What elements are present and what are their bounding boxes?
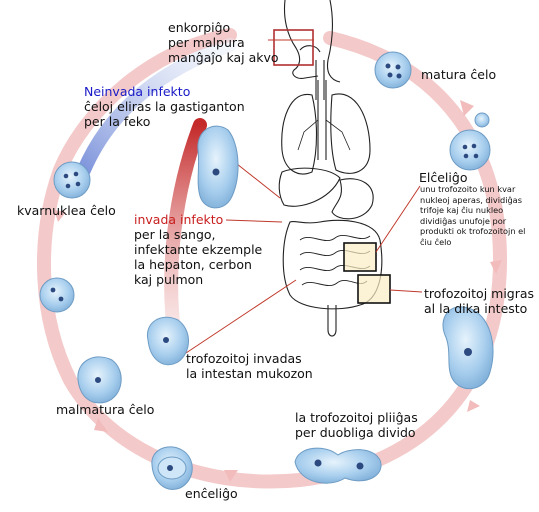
cell-quadrinucleate-cyst xyxy=(53,161,91,199)
noninvasive-arc xyxy=(77,38,237,177)
label-ingestion-line3: manĝaĵo kaj akvo xyxy=(168,50,279,65)
label-migration-line2: al la dika intesto xyxy=(424,301,528,316)
cell-invasive-trophozoite xyxy=(197,125,239,209)
pointer-lines xyxy=(185,39,423,354)
invasive-arc xyxy=(164,118,207,347)
label-mucosa-line2: la intestan mukozon xyxy=(186,366,313,381)
label-invasive-line3: la hepaton, cerbon xyxy=(134,257,252,272)
label-excystation-line6: ĉiu ĉelo xyxy=(420,236,452,247)
label-excystation-line1: unu trofozoito kun kvar xyxy=(420,184,516,194)
label-noninvasive-title: Neinvada infekto xyxy=(84,84,191,99)
cell-binucleate-cyst xyxy=(39,277,75,313)
label-binary-fission-line1: la trofozoitoj pliiĝas xyxy=(295,410,418,425)
label-mucosa: trofozoitoj invadas la intestan mukozon xyxy=(186,351,313,381)
label-excystation-line3: trifoje kaj ĉiu nukleo xyxy=(420,205,504,215)
label-noninvasive: Neinvada infekto ĉeloj eliras la gastiga… xyxy=(84,84,245,129)
cell-binary-fission xyxy=(294,447,382,484)
label-mucosa-line1: trofozoitoj invadas xyxy=(186,351,302,366)
human-body-illustration xyxy=(278,0,383,337)
large-intestine-box xyxy=(357,274,391,304)
label-migration-line1: trofozoitoj migras xyxy=(424,286,535,301)
label-invasive-line1: per la sango, xyxy=(134,227,216,242)
label-migration: trofozoitoj migras al la dika intesto xyxy=(424,286,534,316)
label-invasive-title: invada infekto xyxy=(134,212,224,227)
label-excystation-line2: nukleoj aperas, dividiĝas xyxy=(420,194,522,205)
label-noninvasive-line1: ĉeloj eliras la gastiganton xyxy=(84,99,245,114)
cell-mature-cyst xyxy=(374,51,412,89)
label-mature-cyst: matura ĉelo xyxy=(421,67,497,82)
small-intestine-box xyxy=(343,242,377,272)
label-excystation-line4: dividiĝas unufoje por xyxy=(420,215,507,226)
label-ingestion: enkorpiĝo per malpura manĝaĵo kaj akvo xyxy=(168,20,279,65)
label-binary-fission-line2: per duobliga divido xyxy=(295,425,416,440)
mouth-highlight-box xyxy=(273,29,314,66)
cell-immature-cyst xyxy=(77,356,122,404)
label-invasive-line2: infektante ekzemple xyxy=(134,242,263,257)
label-immature-cyst: malmatura ĉelo xyxy=(56,402,155,417)
label-binary-fission: la trofozoitoj pliiĝas per duobliga divi… xyxy=(295,410,418,440)
label-invasive: invada infekto per la sango, infektante … xyxy=(134,212,262,287)
cell-mucosa-trophozoite xyxy=(146,316,189,366)
cycle-arrowheads xyxy=(46,100,502,482)
label-invasive-line4: kaj pulmon xyxy=(134,272,204,287)
cycle-arrow-ring xyxy=(37,28,508,489)
label-excystation-line5: produkti ok trofozoitojn el xyxy=(420,226,526,236)
label-encystation: enĉeliĝo xyxy=(185,486,238,501)
label-noninvasive-line2: per la feko xyxy=(84,114,151,129)
cell-trophozoite-migrating xyxy=(442,306,494,389)
label-ingestion-line2: per malpura xyxy=(168,35,245,50)
cell-excysting xyxy=(449,112,491,171)
label-ingestion-line1: enkorpiĝo xyxy=(168,20,231,35)
label-quadrinucleate-cyst: kvarnuklea ĉelo xyxy=(17,203,116,218)
label-excystation-description: unu trofozoito kun kvar nukleoj aperas, … xyxy=(420,184,525,247)
cell-encystation xyxy=(151,446,193,490)
label-excystation-title: Elĉeliĝo xyxy=(419,170,468,185)
